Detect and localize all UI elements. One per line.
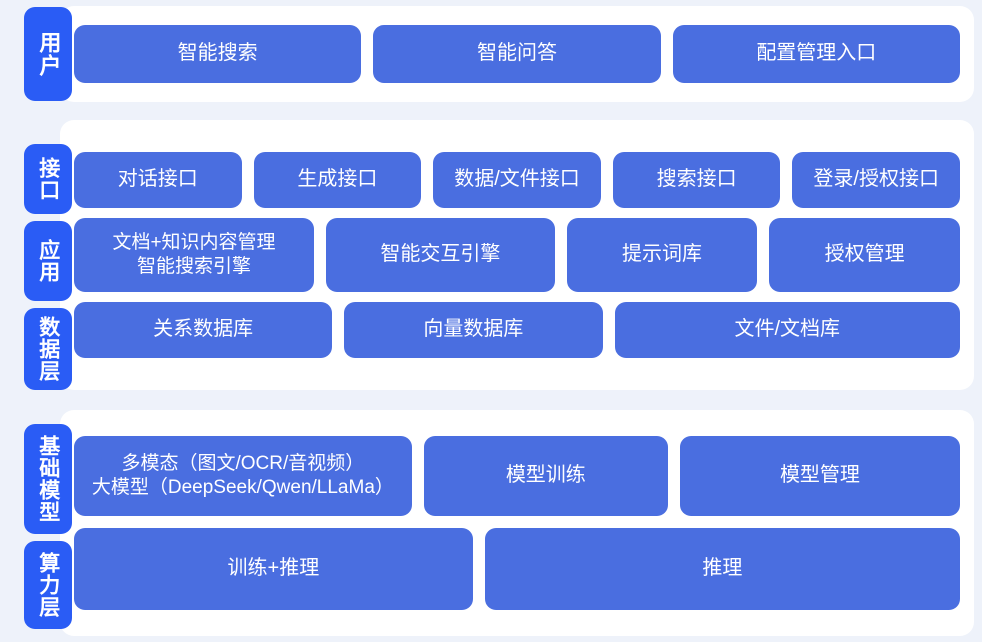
- card-file-document-store[interactable]: 文件/文档库: [614, 302, 960, 358]
- rail-middle: 接口 应用 数据层: [8, 120, 72, 390]
- panel-user: 智能搜索 智能问答 配置管理入口: [60, 6, 974, 102]
- row-interface: 对话接口 生成接口 数据/文件接口 搜索接口 登录/授权接口: [74, 152, 960, 208]
- row-data: 关系数据库 向量数据库 文件/文档库: [74, 302, 960, 358]
- row-compute: 训练+推理 推理: [74, 528, 960, 610]
- rail-tab-application[interactable]: 应用: [24, 221, 72, 302]
- card-multimodal-large-model[interactable]: 多模态（图文/OCR/音视频） 大模型（DeepSeek/Qwen/LLaMa）: [74, 436, 412, 516]
- card-model-management[interactable]: 模型管理: [679, 436, 960, 516]
- card-vector-database[interactable]: 向量数据库: [344, 302, 603, 358]
- card-dialog-api[interactable]: 对话接口: [74, 152, 242, 208]
- row-user: 智能搜索 智能问答 配置管理入口: [74, 25, 960, 83]
- rail-tab-compute-layer[interactable]: 算力层: [24, 541, 72, 629]
- card-training-inference[interactable]: 训练+推理: [74, 528, 473, 610]
- card-interaction-engine[interactable]: 智能交互引擎: [326, 218, 555, 292]
- rail-tab-interface[interactable]: 接口: [24, 144, 72, 215]
- section-base: 基础模型 算力层 多模态（图文/OCR/音视频） 大模型（DeepSeek/Qw…: [8, 410, 974, 636]
- rail-tab-data-layer[interactable]: 数据层: [24, 308, 72, 390]
- card-data-file-api[interactable]: 数据/文件接口: [433, 152, 601, 208]
- row-model: 多模态（图文/OCR/音视频） 大模型（DeepSeek/Qwen/LLaMa）…: [74, 436, 960, 516]
- card-intelligent-qa[interactable]: 智能问答: [373, 25, 661, 83]
- card-config-management-entry[interactable]: 配置管理入口: [672, 25, 960, 83]
- card-prompt-library[interactable]: 提示词库: [566, 218, 758, 292]
- card-search-api[interactable]: 搜索接口: [612, 152, 781, 208]
- card-inference[interactable]: 推理: [484, 528, 960, 610]
- rail-tab-user[interactable]: 用户: [24, 7, 72, 101]
- section-user: 用户 智能搜索 智能问答 配置管理入口: [8, 6, 974, 102]
- card-authorization-management[interactable]: 授权管理: [769, 218, 961, 292]
- panel-base: 多模态（图文/OCR/音视频） 大模型（DeepSeek/Qwen/LLaMa）…: [60, 410, 974, 636]
- card-login-auth-api[interactable]: 登录/授权接口: [792, 152, 960, 208]
- card-model-training[interactable]: 模型训练: [423, 436, 668, 516]
- card-relational-database[interactable]: 关系数据库: [74, 302, 333, 358]
- panel-middle: 对话接口 生成接口 数据/文件接口 搜索接口 登录/授权接口 文档+知识内容管理…: [60, 120, 974, 390]
- rail-tab-base-model[interactable]: 基础模型: [24, 424, 72, 534]
- card-doc-knowledge-management[interactable]: 文档+知识内容管理 智能搜索引擎: [74, 218, 315, 292]
- card-generation-api[interactable]: 生成接口: [253, 152, 422, 208]
- section-middle: 接口 应用 数据层 对话接口 生成接口 数据/文件接口 搜索接口 登录/授权接口…: [8, 120, 974, 390]
- card-intelligent-search[interactable]: 智能搜索: [74, 25, 362, 83]
- row-application: 文档+知识内容管理 智能搜索引擎 智能交互引擎 提示词库 授权管理: [74, 218, 961, 292]
- rail-base: 基础模型 算力层: [8, 410, 72, 636]
- rail-user: 用户: [8, 6, 72, 102]
